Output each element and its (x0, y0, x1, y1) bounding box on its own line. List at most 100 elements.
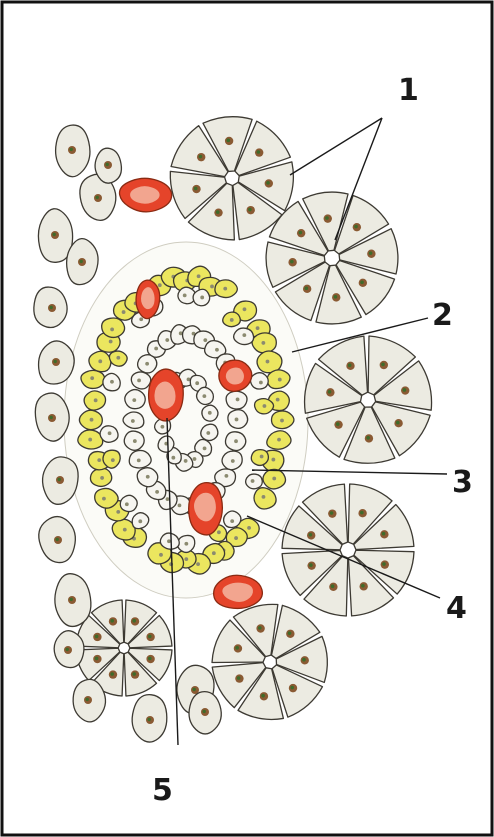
islet-nucleus (271, 458, 275, 462)
islet-nucleus (262, 495, 266, 499)
islet-nucleus (242, 333, 246, 337)
islet-nucleus (259, 381, 263, 385)
nucleolus (132, 619, 136, 623)
islet-nucleus (203, 446, 207, 450)
nucleolus (325, 216, 329, 220)
leader-line-1 (290, 118, 382, 175)
islet-cell-peripheral (251, 450, 268, 466)
islet-nucleus (202, 394, 206, 398)
acinus (266, 192, 398, 324)
nucleolus (266, 181, 270, 185)
islet-nucleus (137, 458, 141, 462)
nucleolus (203, 710, 206, 713)
nucleolus (257, 150, 261, 154)
nucleolus (302, 658, 306, 662)
tissue-section (34, 117, 432, 742)
islet-nucleus (263, 404, 267, 408)
islet-nucleus (234, 439, 238, 443)
islet-nucleus (90, 418, 94, 422)
islet-nucleus (280, 419, 284, 423)
nucleolus (330, 511, 334, 515)
islet-nucleus (159, 553, 163, 557)
islet-nucleus (230, 318, 234, 322)
nucleolus (309, 533, 313, 537)
islet-nucleus (196, 562, 200, 566)
islet-nucleus (132, 398, 136, 402)
islet-nucleus (116, 356, 120, 360)
islet-nucleus (236, 398, 240, 402)
islet-nucleus (197, 274, 201, 278)
islet-nucleus (122, 310, 126, 314)
islet-nucleus (116, 510, 120, 514)
acinus (212, 604, 327, 719)
islet-nucleus (131, 419, 135, 423)
islet-nucleus (195, 381, 199, 385)
nucleolus (95, 635, 99, 639)
islet-cell-central (120, 495, 137, 511)
nucleolus (290, 686, 294, 690)
nucleolus (199, 155, 203, 159)
islet-nucleus (277, 438, 281, 442)
nucleolus (334, 295, 338, 299)
nucleolus (290, 260, 294, 264)
nucleolus (216, 210, 220, 214)
islet-cell-peripheral (95, 488, 118, 508)
islet-nucleus (203, 338, 207, 342)
nucleolus (132, 672, 136, 676)
nucleolus (360, 280, 364, 284)
nucleolus (331, 584, 335, 588)
nucleolus (56, 538, 59, 541)
islet-nucleus (215, 348, 219, 352)
islet-nucleus (145, 362, 149, 366)
islet-nucleus (158, 283, 162, 287)
nucleolus (382, 562, 386, 566)
nucleolus (50, 306, 53, 309)
islet-nucleus (97, 458, 101, 462)
callout-label-2: 2 (432, 298, 453, 333)
islet-nucleus (224, 474, 228, 478)
islet-nucleus (231, 459, 235, 463)
nucleolus (235, 646, 239, 650)
nucleolus (361, 584, 365, 588)
islet-nucleus (133, 439, 137, 443)
islet-nucleus (166, 497, 170, 501)
callout-label-1: 1 (398, 73, 419, 108)
islet-nucleus (206, 431, 210, 435)
nucleolus (148, 635, 152, 639)
islet-cell-central (131, 372, 150, 389)
islet-nucleus (247, 526, 251, 530)
nucleolus (369, 251, 373, 255)
nucleolus (110, 672, 114, 676)
islet-nucleus (109, 340, 113, 344)
islet-nucleus (139, 317, 143, 321)
islet-nucleus (123, 528, 127, 532)
nucleolus (248, 208, 252, 212)
nucleolus (193, 688, 196, 691)
islet-nucleus (251, 479, 255, 483)
nucleolus (50, 416, 53, 419)
islet-nucleus (212, 551, 216, 555)
islet-nucleus (110, 380, 114, 384)
islet-nucleus (235, 418, 239, 422)
islet-nucleus (90, 376, 94, 380)
islet-nucleus (100, 476, 104, 480)
nucleolus (70, 598, 73, 601)
islet-nucleus (230, 519, 234, 523)
islet-nucleus (125, 502, 129, 506)
islet-nucleus (266, 360, 270, 364)
nucleolus (194, 187, 198, 191)
islet-nucleus (272, 477, 276, 481)
nucleolus (58, 478, 61, 481)
islet-nucleus (234, 536, 238, 540)
islet-nucleus (261, 341, 265, 345)
islet-nucleus (210, 285, 214, 289)
islet-nucleus (256, 326, 260, 330)
islet-cell-central (250, 373, 268, 389)
nucleolus (360, 511, 364, 515)
islet-nucleus (184, 557, 188, 561)
nucleolus (403, 388, 407, 392)
nucleolus (382, 532, 386, 536)
nucleolus (288, 631, 292, 635)
nucleolus (348, 363, 352, 367)
nucleolus (381, 363, 385, 367)
